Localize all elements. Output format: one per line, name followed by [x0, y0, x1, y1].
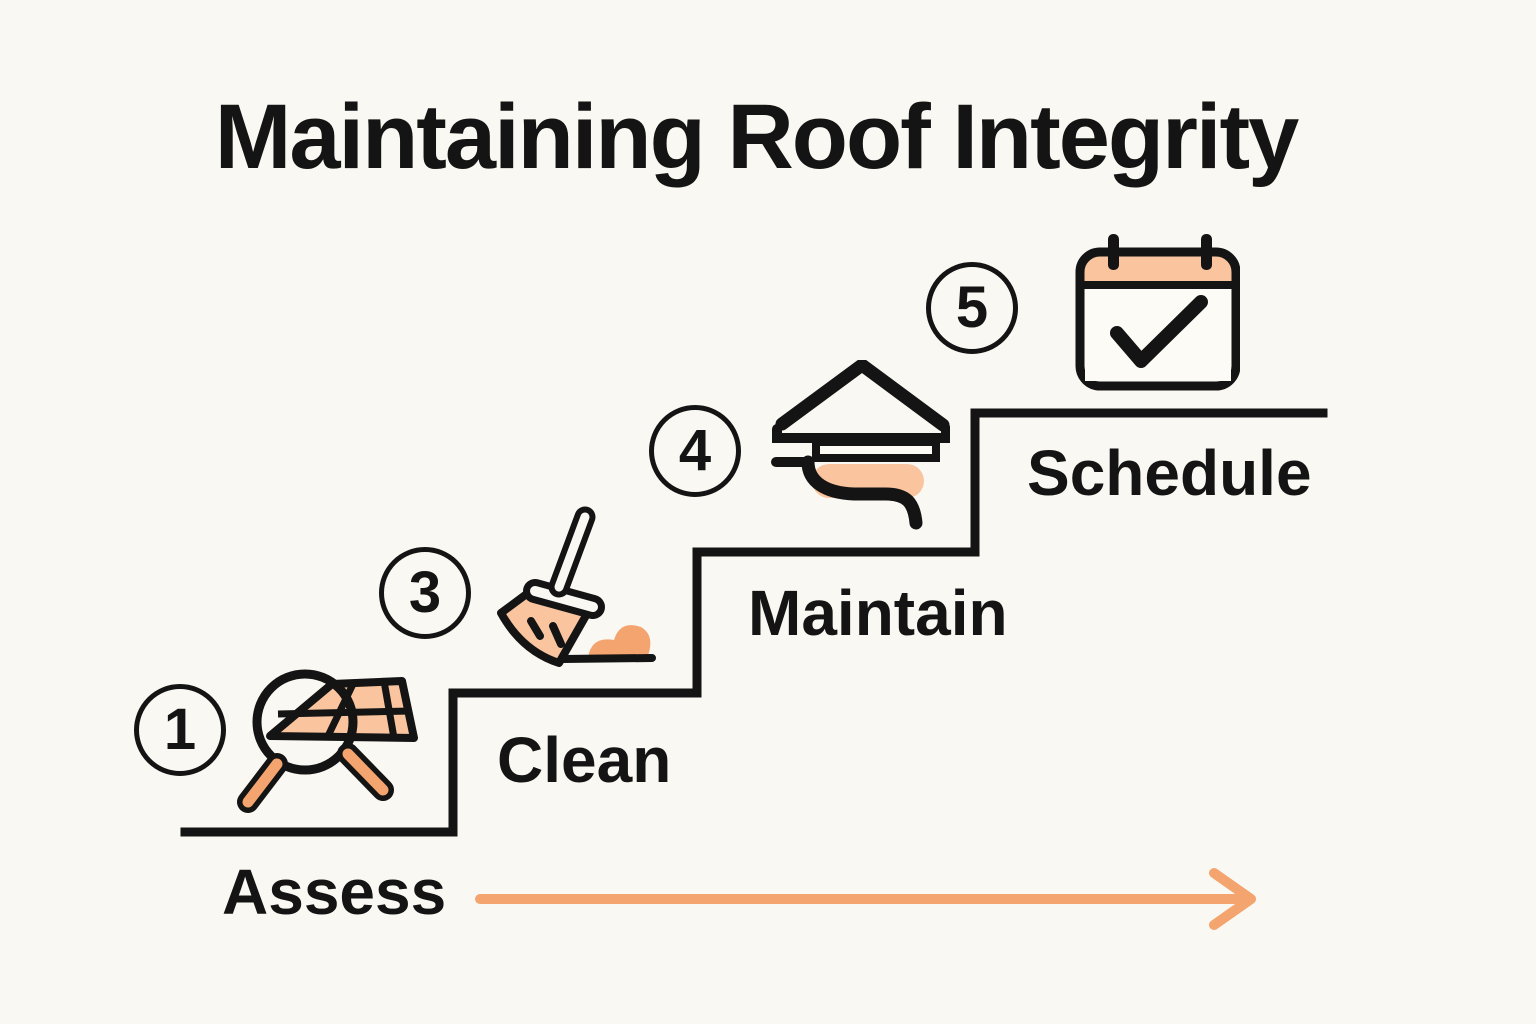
- step-3-number-badge: 3: [379, 547, 471, 639]
- roof-inspection-magnifier-icon: [237, 669, 418, 813]
- step-1-number: 1: [163, 697, 197, 762]
- broom-sweep-icon: [497, 506, 656, 667]
- page-title: Maintaining Roof Integrity: [214, 86, 1300, 188]
- calendar-check-icon: [1075, 234, 1240, 391]
- step-1-number-badge: 1: [134, 684, 226, 776]
- step-5-number-badge: 5: [926, 262, 1018, 354]
- step-1-label: Assess: [222, 856, 447, 928]
- roof-gutter-icon: [771, 360, 950, 530]
- progress-arrow-icon: [475, 868, 1256, 930]
- step-4-number: 4: [678, 418, 712, 483]
- step-5-number: 5: [955, 275, 989, 340]
- step-4-label: Maintain: [748, 577, 1008, 649]
- step-3-number: 3: [408, 560, 442, 625]
- step-4-number-badge: 4: [649, 405, 741, 497]
- step-5-label: Schedule: [1027, 437, 1312, 509]
- step-3-label: Clean: [497, 724, 672, 796]
